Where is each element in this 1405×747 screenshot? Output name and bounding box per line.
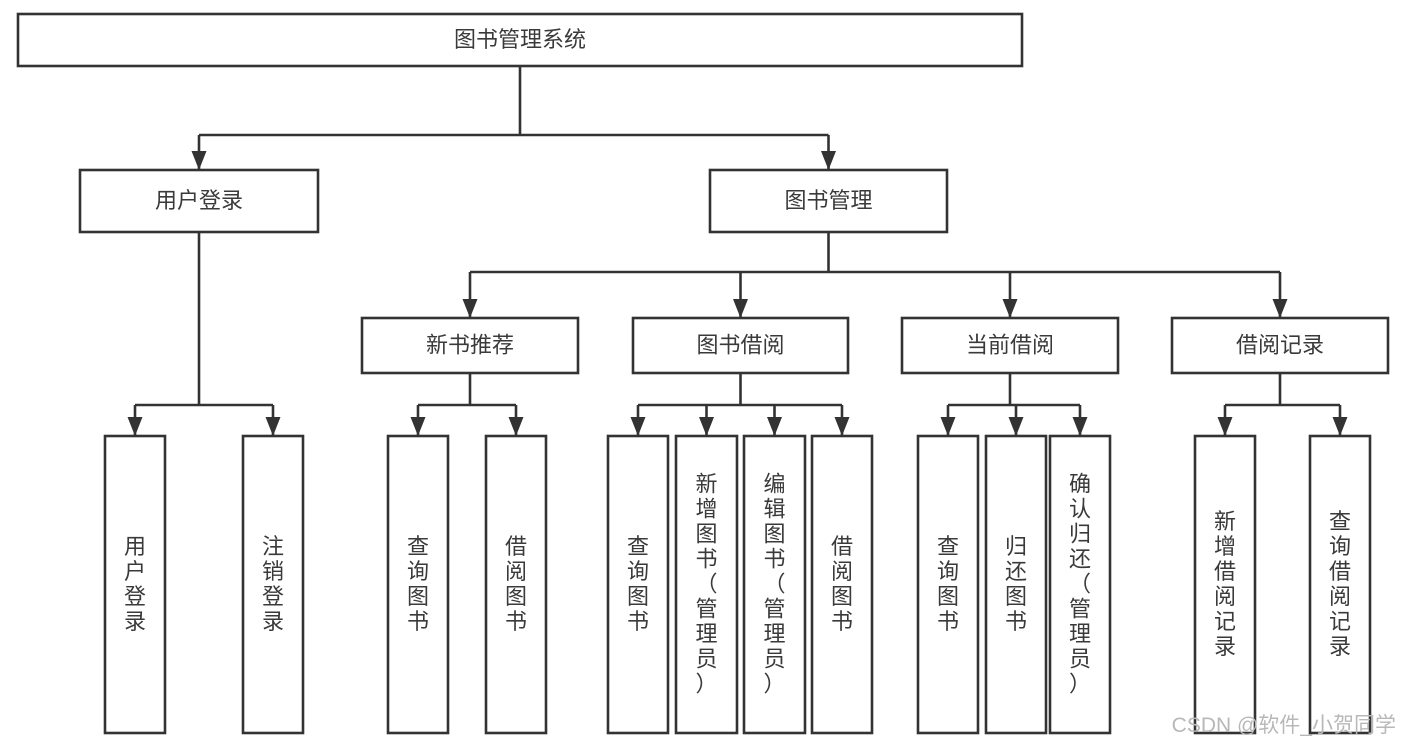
node-rect	[241, 434, 305, 735]
arrow-head-icon	[767, 417, 782, 436]
node-rect	[900, 316, 1120, 375]
node-rect	[674, 434, 739, 735]
node-label: 新增借阅记录	[1214, 509, 1236, 659]
node-rect	[916, 434, 980, 735]
leaf-node-leaf-query-book-cb[interactable]: 查询图书	[916, 434, 980, 735]
node-label: 图书管理	[784, 188, 872, 213]
node-label: 查询图书	[407, 534, 429, 634]
node-label: 图书管理系统	[454, 27, 586, 52]
arrow-head-icon	[1272, 299, 1288, 318]
arrow-head-icon	[191, 151, 207, 170]
node-label: 用户登录	[155, 188, 243, 213]
node-rect	[1170, 316, 1390, 375]
arrow-head-icon	[733, 299, 748, 318]
arrow-head-icon	[1008, 417, 1024, 436]
arrow-head-icon	[265, 417, 281, 436]
node-rect	[810, 434, 874, 735]
arrow-head-icon	[1332, 417, 1348, 436]
node-boxes: 图书管理系统用户登录图书管理新书推荐图书借阅当前借阅借阅记录用户登录注销登录查询…	[16, 12, 1390, 735]
node-rect	[360, 316, 580, 375]
node-rect	[708, 168, 949, 234]
node-rect	[78, 168, 320, 234]
arrow-head-icon	[1217, 417, 1233, 436]
node-label: 编辑图书（管理员）	[763, 472, 785, 697]
node-rect	[16, 12, 1024, 68]
csdn-watermark: CSDN @软件_小贺同学	[1172, 714, 1396, 737]
node-label: 确认归还（管理员）	[1069, 472, 1091, 697]
node-label: 查询图书	[937, 534, 959, 634]
arrow-head-icon	[630, 417, 646, 436]
node-rect	[984, 434, 1048, 735]
leaf-node-leaf-query-book-bb[interactable]: 查询图书	[606, 434, 670, 735]
level3-node-current-borrow[interactable]: 当前借阅	[900, 316, 1120, 375]
node-rect	[1193, 434, 1257, 735]
arrow-head-icon	[1072, 417, 1088, 436]
connector-lines	[127, 66, 1348, 436]
leaf-node-leaf-query-book-rec[interactable]: 查询图书	[386, 434, 450, 735]
leaf-node-leaf-add-book[interactable]: 新增图书（管理员）	[674, 434, 739, 735]
node-label: 借阅记录	[1236, 332, 1324, 357]
node-label: 借阅图书	[831, 534, 853, 634]
node-rect	[386, 434, 450, 735]
node-rect	[631, 316, 850, 375]
leaf-node-leaf-borrow-book-rec[interactable]: 借阅图书	[484, 434, 548, 735]
node-label: 查询借阅记录	[1329, 509, 1351, 659]
node-label: 查询图书	[627, 534, 649, 634]
level3-node-book-borrow[interactable]: 图书借阅	[631, 316, 850, 375]
node-label: 新增图书（管理员）	[695, 472, 717, 697]
node-label: 归还图书	[1005, 534, 1027, 634]
node-rect	[742, 434, 807, 735]
arrow-head-icon	[462, 299, 478, 318]
leaf-node-leaf-return-book[interactable]: 归还图书	[984, 434, 1048, 735]
leaf-node-leaf-add-record[interactable]: 新增借阅记录	[1193, 434, 1257, 735]
arrow-head-icon	[127, 417, 143, 436]
node-label: 新书推荐	[426, 332, 514, 357]
node-rect	[484, 434, 548, 735]
level3-node-borrow-record[interactable]: 借阅记录	[1170, 316, 1390, 375]
leaf-node-leaf-borrow-book-bb[interactable]: 借阅图书	[810, 434, 874, 735]
root-node-root[interactable]: 图书管理系统	[16, 12, 1024, 68]
node-label: 当前借阅	[966, 332, 1054, 357]
node-label: 用户登录	[124, 534, 146, 634]
leaf-node-leaf-confirm-return[interactable]: 确认归还（管理员）	[1048, 434, 1112, 735]
arrow-head-icon	[508, 417, 524, 436]
arrow-head-icon	[821, 151, 836, 170]
leaf-node-leaf-edit-book[interactable]: 编辑图书（管理员）	[742, 434, 807, 735]
leaf-node-leaf-user-login[interactable]: 用户登录	[103, 434, 167, 735]
arrow-head-icon	[410, 417, 426, 436]
node-label: 借阅图书	[505, 534, 527, 634]
node-rect	[606, 434, 670, 735]
arrow-head-icon	[699, 417, 714, 436]
arrow-head-icon	[940, 417, 956, 436]
level2-node-user-login[interactable]: 用户登录	[78, 168, 320, 234]
node-label: 图书借阅	[696, 332, 784, 357]
arrow-head-icon	[834, 417, 850, 436]
leaf-node-leaf-logout[interactable]: 注销登录	[241, 434, 305, 735]
level3-node-new-book-recommend[interactable]: 新书推荐	[360, 316, 580, 375]
node-label: 注销登录	[262, 534, 284, 634]
leaf-node-leaf-query-record[interactable]: 查询借阅记录	[1308, 434, 1372, 735]
arrow-head-icon	[1002, 299, 1018, 318]
node-rect	[103, 434, 167, 735]
level2-node-book-manage[interactable]: 图书管理	[708, 168, 949, 234]
node-rect	[1308, 434, 1372, 735]
node-rect	[1048, 434, 1112, 735]
